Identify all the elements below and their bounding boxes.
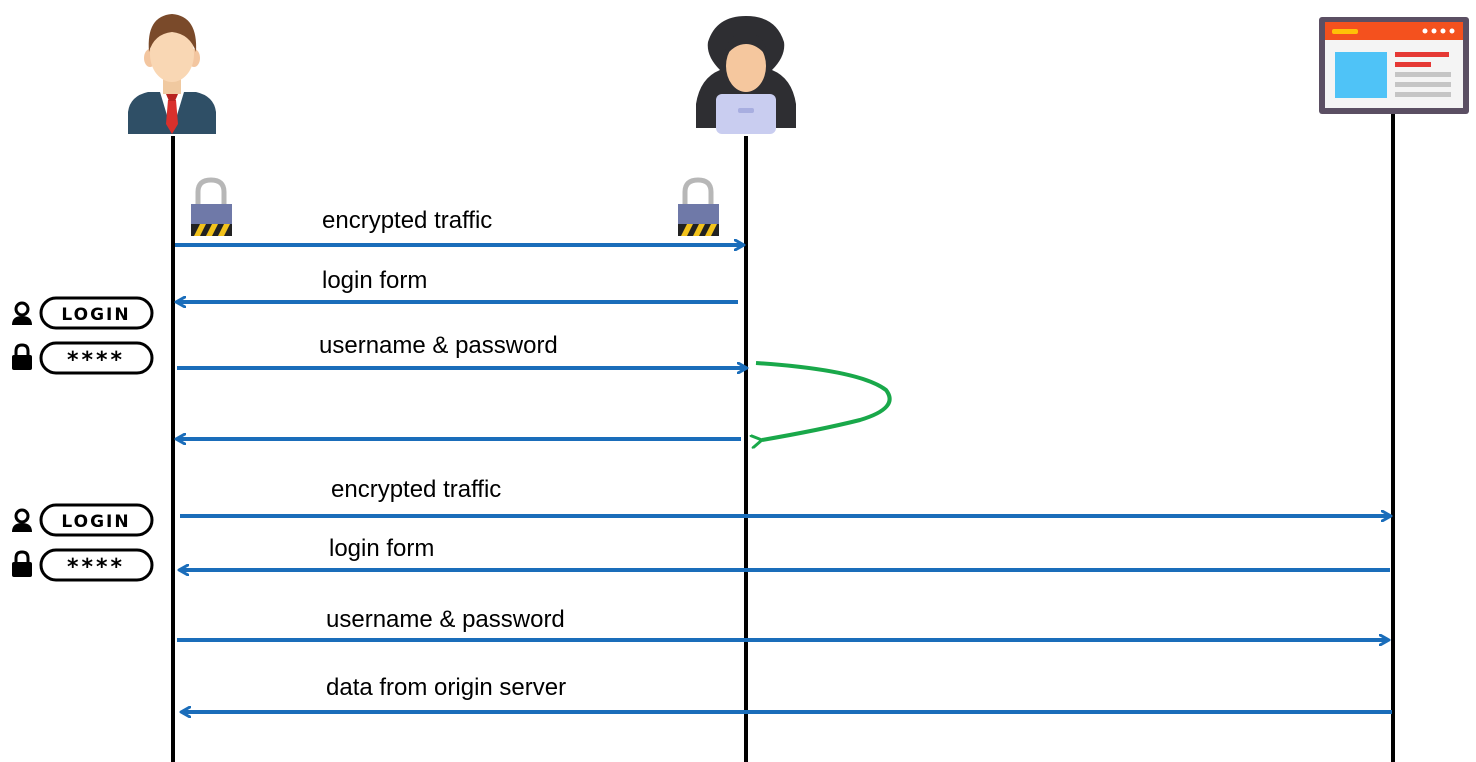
message-label: username & password [319,332,558,359]
message-label: login form [322,267,427,294]
password-badge: **** [12,341,154,375]
login-badge-text: LOGIN [61,512,130,532]
hooded-attacker-icon [696,16,796,134]
user-businessman-icon [128,14,216,134]
padlock-icon [678,177,719,236]
password-badge-text: **** [67,555,125,580]
username-badge: LOGIN [12,296,154,330]
web-server-icon [1319,17,1469,114]
message-label: encrypted traffic [322,207,492,234]
person-icon [12,508,32,532]
padlock-icon [191,177,232,236]
login-badge-text: LOGIN [61,305,130,325]
password-badge: **** [12,548,154,582]
message-label: data from origin server [326,674,566,701]
lock-icon [12,550,32,577]
message-label: encrypted traffic [331,476,501,503]
message-label: username & password [326,606,565,633]
message-label: login form [329,535,434,562]
username-badge: LOGIN [12,503,154,537]
lock-icon [12,343,32,370]
redirect-loop-arrow [756,361,892,440]
person-icon [12,301,32,325]
password-badge-text: **** [67,348,125,373]
